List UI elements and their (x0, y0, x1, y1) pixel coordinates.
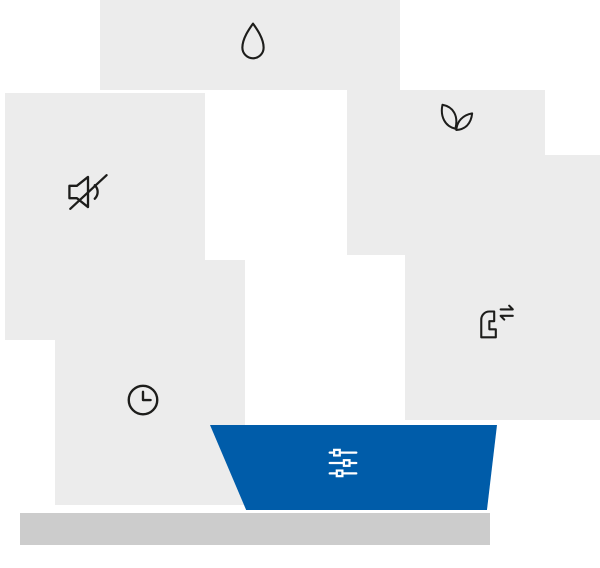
feature-tile-time[interactable] (55, 260, 245, 505)
settings-sliders-icon (325, 446, 361, 480)
feature-tile-water-connection[interactable] (405, 155, 600, 420)
feature-tile-settings[interactable] (210, 425, 497, 510)
feature-tile-water[interactable] (100, 0, 400, 90)
eco-leaves-icon (436, 98, 476, 134)
clock-icon (124, 381, 162, 419)
base-bar (20, 513, 490, 545)
volume-muted-icon (65, 172, 111, 212)
faucet-swap-icon (474, 302, 516, 342)
water-drop-icon (236, 20, 270, 64)
